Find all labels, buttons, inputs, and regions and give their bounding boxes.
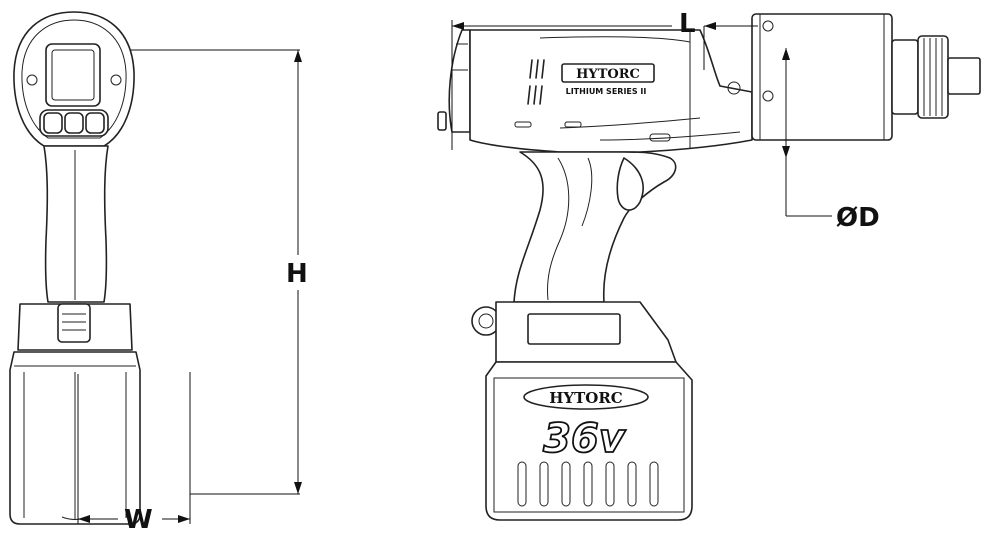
control-button-icon	[64, 112, 84, 134]
screw-icon	[26, 74, 38, 86]
screw-icon	[727, 81, 741, 95]
gearbox-cylinder	[751, 13, 893, 141]
back-view	[9, 11, 141, 525]
back-view-handle	[43, 145, 109, 303]
arrow-down-icon	[782, 146, 790, 158]
head-logo-plate	[561, 63, 655, 83]
control-button-icon	[85, 112, 105, 134]
arrow-left-icon	[452, 22, 464, 30]
spline-collar	[917, 35, 949, 119]
diameter-label: ØD	[836, 203, 880, 233]
length-dimension	[451, 20, 758, 150]
rear-switch-icon	[437, 111, 447, 131]
head-logo: HYTORC	[576, 67, 640, 82]
side-view-handle	[513, 151, 677, 303]
control-button-icon	[43, 112, 63, 134]
arrow-up-icon	[294, 50, 302, 62]
battery-label-window	[527, 313, 621, 345]
back-view-display	[45, 43, 101, 107]
square-drive	[947, 57, 981, 95]
motor-housing	[469, 29, 753, 153]
reaction-ring	[891, 39, 919, 115]
arrow-up-icon	[782, 48, 790, 60]
voltage-label: 36v	[543, 416, 627, 462]
arrow-right-icon	[178, 515, 190, 523]
screw-icon	[762, 90, 774, 102]
battery-logo-badge	[523, 384, 649, 410]
screw-icon	[110, 74, 122, 86]
height-dimension	[130, 49, 302, 495]
head-series-label: LITHIUM SERIES II	[566, 87, 647, 96]
height-label: H	[286, 259, 308, 289]
diameter-dimension	[782, 48, 832, 217]
width-dimension	[77, 372, 191, 524]
battery-logo: HYTORC	[549, 389, 623, 407]
side-view: HYTORC LITHIUM SERIES II HYTORC 36v	[437, 13, 981, 521]
vent-icon	[527, 59, 545, 105]
battery-ribs	[517, 461, 659, 507]
length-label: L	[679, 9, 696, 39]
arrow-left-icon	[704, 22, 716, 30]
trigger	[616, 157, 644, 211]
arrow-left-icon	[78, 515, 90, 523]
screw-icon	[762, 20, 774, 32]
width-label: W	[124, 505, 153, 535]
arrow-down-icon	[294, 482, 302, 494]
